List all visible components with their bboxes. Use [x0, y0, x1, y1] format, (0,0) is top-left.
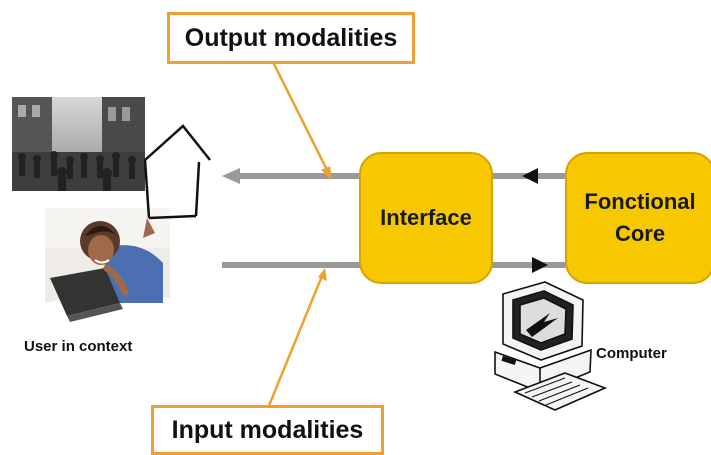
output-pointer-line	[270, 59, 330, 173]
output-pointer-arrowhead-icon	[321, 166, 332, 180]
user-with-laptop-image	[45, 208, 170, 323]
computer-label: Computer	[596, 345, 667, 362]
functional-core-label-line2: Core	[614, 221, 666, 246]
input-modalities-label: Input modalities	[151, 405, 384, 455]
output-modalities-text: Output modalities	[184, 23, 398, 52]
street-scene-image	[12, 97, 145, 191]
interface-module: Interface	[359, 152, 493, 284]
output-arrowhead-icon	[222, 168, 240, 184]
interface-to-core-arrowhead-icon	[532, 257, 548, 273]
house-sketch-icon	[143, 124, 211, 220]
input-modalities-text: Input modalities	[171, 415, 364, 444]
core-to-interface-arrowhead-icon	[522, 168, 538, 184]
input-pointer-arrowhead-icon	[318, 268, 327, 281]
functional-core-label-line1: Fonctional	[584, 189, 696, 214]
output-modalities-label: Output modalities	[167, 12, 415, 64]
functional-core-module: Fonctional Core	[565, 152, 711, 284]
computer-icon	[494, 281, 608, 411]
user-in-context-label: User in context	[24, 338, 133, 355]
interface-label: Interface	[380, 205, 472, 230]
input-pointer-line	[266, 275, 324, 409]
